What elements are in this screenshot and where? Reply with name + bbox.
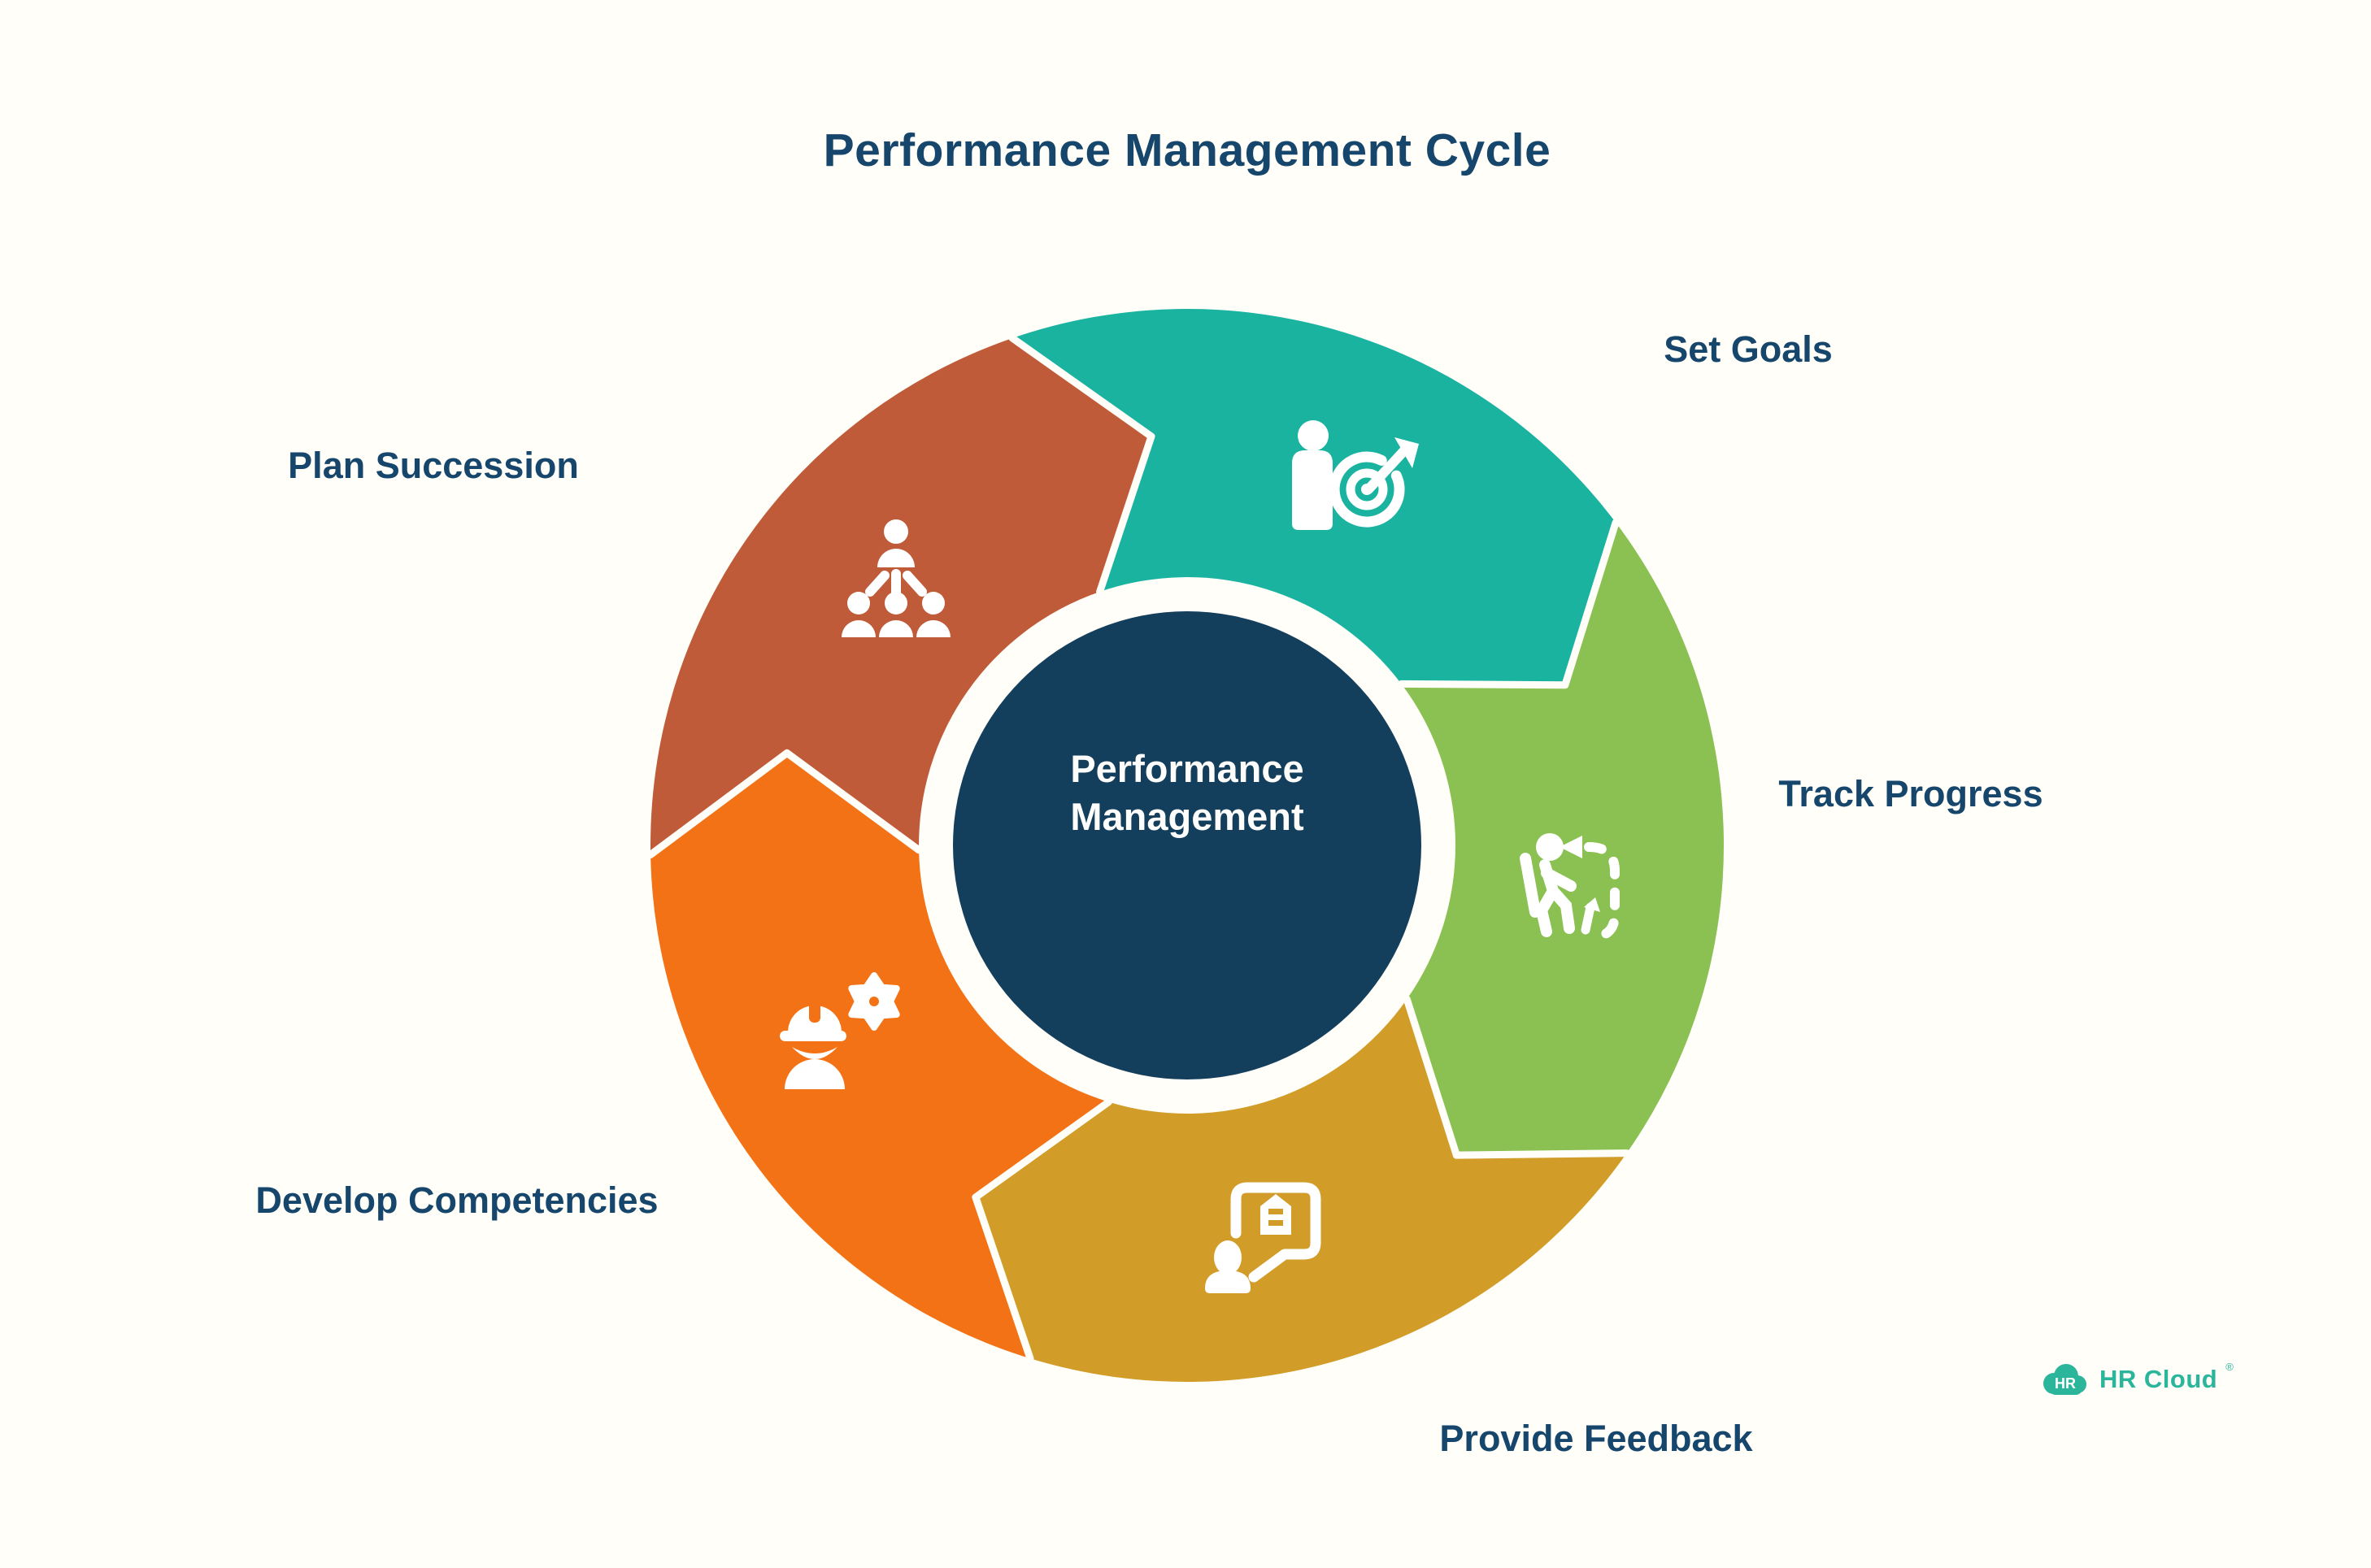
person-target-icon [1292,420,1419,530]
segment-separator [1398,519,1620,689]
segment-separator [1403,995,1631,1159]
hiker-route-icon [1520,833,1620,941]
brand-text: HR Cloud [2099,1365,2218,1393]
cloud-badge-icon: HR [2043,1364,2086,1395]
center-label-line1: Performance [1070,746,1304,790]
page-title: Performance Management Cycle [823,124,1551,176]
worker-gear-icon [780,972,900,1089]
hr-cloud-logo: HR HR Cloud ® [2039,1359,2234,1400]
cloud-badge-text: HR [2055,1375,2076,1392]
segment-track-progress [1401,522,1724,1156]
label-develop-competencies: Develop Competencies [255,1179,659,1221]
label-set-goals: Set Goals [1664,328,1833,370]
segment-separator [1008,334,1155,596]
center-circle [953,611,1421,1079]
segment-separator [972,1098,1112,1362]
label-plan-succession: Plan Succession [288,445,579,486]
feedback-bubble-icon [1205,1182,1321,1293]
segment-develop-competencies [650,753,1109,1359]
center-label: Performance Management [1070,745,1303,840]
segment-separator [646,749,923,858]
center-label-line2: Management [1070,795,1304,838]
team-hierarchy-icon [842,519,951,637]
label-track-progress: Track Progress [1778,773,2043,814]
label-provide-feedback: Provide Feedback [1439,1418,1753,1459]
registered-mark: ® [2225,1361,2234,1373]
